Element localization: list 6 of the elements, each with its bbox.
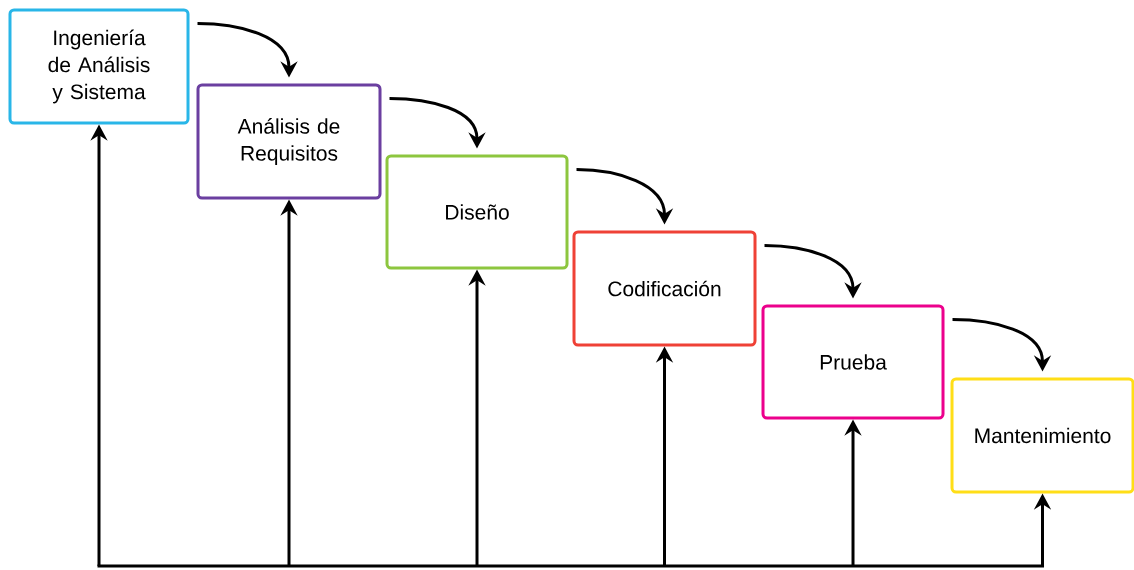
process-box: Codificación	[572, 230, 757, 347]
process-box: Prueba	[761, 304, 945, 420]
process-box: Diseño	[385, 154, 569, 270]
process-box: Análisis de Requisitos	[196, 83, 382, 200]
process-box: Ingeniería de Análisis y Sistema	[8, 8, 190, 125]
process-box: Mantenimiento	[950, 377, 1134, 494]
